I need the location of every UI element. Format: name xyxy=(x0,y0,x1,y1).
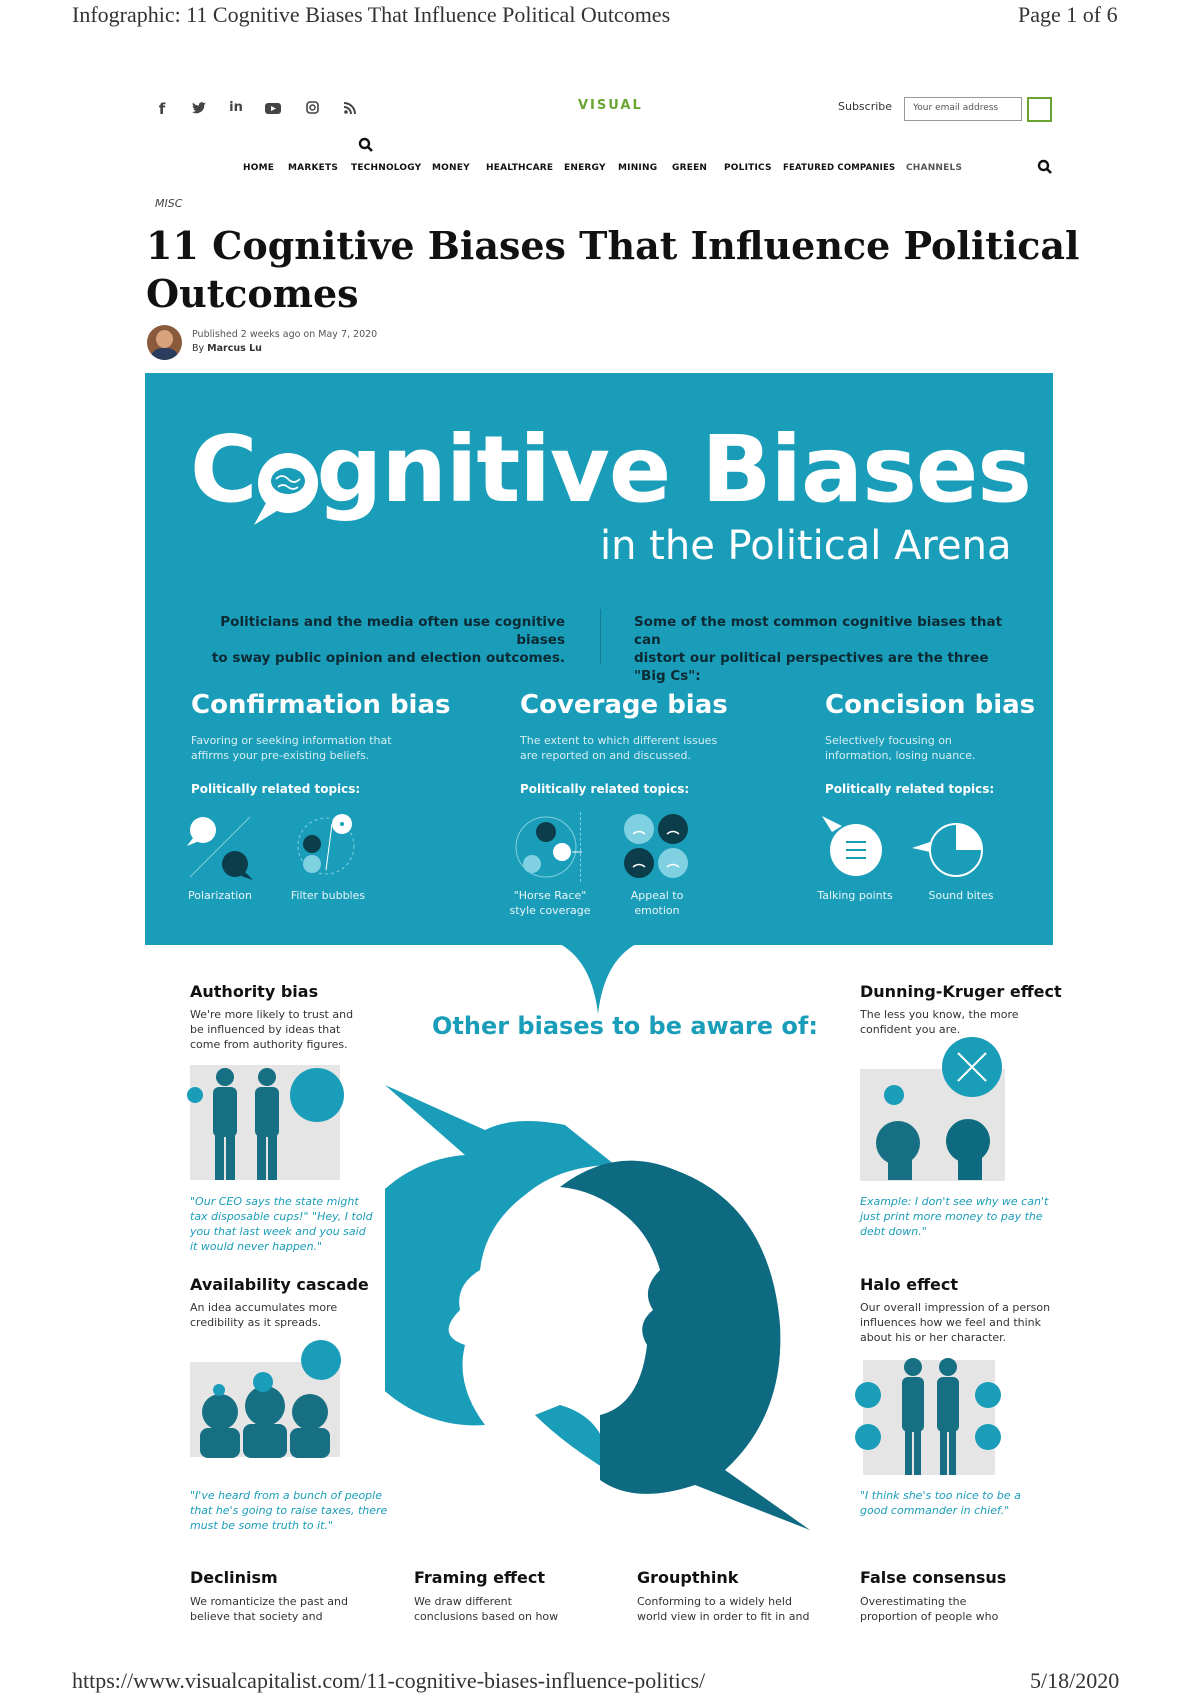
nav-item-technology[interactable]: TECHNOLOGY xyxy=(351,163,422,173)
groupthink-title: Groupthink xyxy=(637,1568,739,1587)
page-title: 11 Cognitive Biases That Influence Polit… xyxy=(146,223,1080,316)
related-label: Politically related topics: xyxy=(191,782,361,796)
author-name[interactable]: Marcus Lu xyxy=(207,343,262,354)
facebook-icon[interactable]: f xyxy=(158,100,166,118)
pdf-footer-date: 5/18/2020 xyxy=(1030,1668,1120,1693)
instagram-icon[interactable] xyxy=(302,100,322,118)
topic-polarization: Polarization xyxy=(188,889,252,902)
intro-left: Politicians and the media often use cogn… xyxy=(211,614,565,666)
halo-illustration xyxy=(855,1358,1001,1475)
dunning-kruger-illustration xyxy=(860,1037,1005,1181)
divider-dashed xyxy=(580,812,581,882)
nav-item-healthcare[interactable]: HEALTHCARE xyxy=(486,163,554,173)
subscribe-label: Subscribe xyxy=(838,100,893,113)
article-category[interactable]: MISC xyxy=(155,197,183,210)
confirmation-bias-title: Confirmation bias xyxy=(191,690,451,720)
publish-date: Published 2 weeks ago on May 7, 2020 xyxy=(192,329,378,340)
infographic-subtitle: in the Political Arena xyxy=(600,523,1012,569)
framing-effect-title: Framing effect xyxy=(414,1568,545,1587)
intro-right: Some of the most common cognitive biases… xyxy=(634,614,1003,684)
site-logo[interactable]: VISUAL xyxy=(578,98,643,113)
nav-item-mining[interactable]: MINING xyxy=(618,163,658,173)
intro-divider xyxy=(600,609,601,664)
email-field[interactable]: Your email address xyxy=(904,97,1022,121)
polarization-icon xyxy=(187,816,253,880)
nav-item-channels[interactable]: CHANNELS xyxy=(906,163,963,173)
bubble-tail xyxy=(560,944,636,1014)
appeal-to-emotion-icon xyxy=(624,814,688,878)
topic-sound-bites: Sound bites xyxy=(928,889,994,902)
youtube-icon[interactable] xyxy=(263,100,283,118)
byline: By Marcus Lu xyxy=(192,343,262,354)
nav-item-money[interactable]: MONEY xyxy=(432,163,470,173)
availability-illustration xyxy=(190,1340,341,1458)
topic-filter-bubbles: Filter bubbles xyxy=(290,889,366,902)
false-consensus-title: False consensus xyxy=(860,1568,1007,1587)
topic-talking-points: Talking points xyxy=(817,889,893,902)
availability-cascade-title: Availability cascade xyxy=(190,1275,369,1294)
nav-item-energy[interactable]: ENERGY xyxy=(564,163,606,173)
rss-icon[interactable] xyxy=(340,100,360,118)
twitter-icon[interactable] xyxy=(189,100,209,118)
declinism-title: Declinism xyxy=(190,1568,278,1587)
dunning-kruger-title: Dunning-Kruger effect xyxy=(860,982,1062,1001)
halo-effect-title: Halo effect xyxy=(860,1275,959,1294)
pdf-header-page: Page 1 of 6 xyxy=(1018,2,1118,27)
other-biases-heading: Other biases to be aware of: xyxy=(432,1012,818,1040)
avatar xyxy=(147,325,182,360)
horse-race-icon xyxy=(515,816,582,878)
search-icon[interactable] xyxy=(358,137,374,157)
coverage-bias-title: Coverage bias xyxy=(520,690,728,720)
brain-speech-icon xyxy=(254,453,318,525)
nav-item-featured-companies[interactable]: FEATURED COMPANIES xyxy=(783,163,896,173)
filter-bubbles-icon xyxy=(297,814,355,875)
pdf-footer-url[interactable]: https://www.visualcapitalist.com/11-cogn… xyxy=(72,1668,706,1693)
nav-item-green[interactable]: GREEN xyxy=(672,163,708,173)
nav-item-politics[interactable]: POLITICS xyxy=(724,163,772,173)
pdf-header-title: Infographic: 11 Cognitive Biases That In… xyxy=(72,2,671,27)
nav-item-home[interactable]: HOME xyxy=(243,163,275,173)
related-label: Politically related topics: xyxy=(520,782,690,796)
linkedin-icon[interactable]: in xyxy=(229,100,243,115)
related-label: Politically related topics: xyxy=(825,782,995,796)
authority-illustration xyxy=(187,1065,344,1180)
authority-bias-title: Authority bias xyxy=(190,982,319,1001)
concision-bias-title: Concision bias xyxy=(825,690,1036,720)
talking-points-icon xyxy=(822,816,882,876)
search-icon[interactable] xyxy=(1037,159,1053,179)
nav-item-markets[interactable]: MARKETS xyxy=(288,163,338,173)
sound-bites-icon xyxy=(912,823,983,877)
topic-horse-race: "Horse Race"style coverage xyxy=(509,889,591,917)
heads-illustration xyxy=(385,1085,810,1530)
subscribe-button[interactable] xyxy=(1027,97,1052,122)
